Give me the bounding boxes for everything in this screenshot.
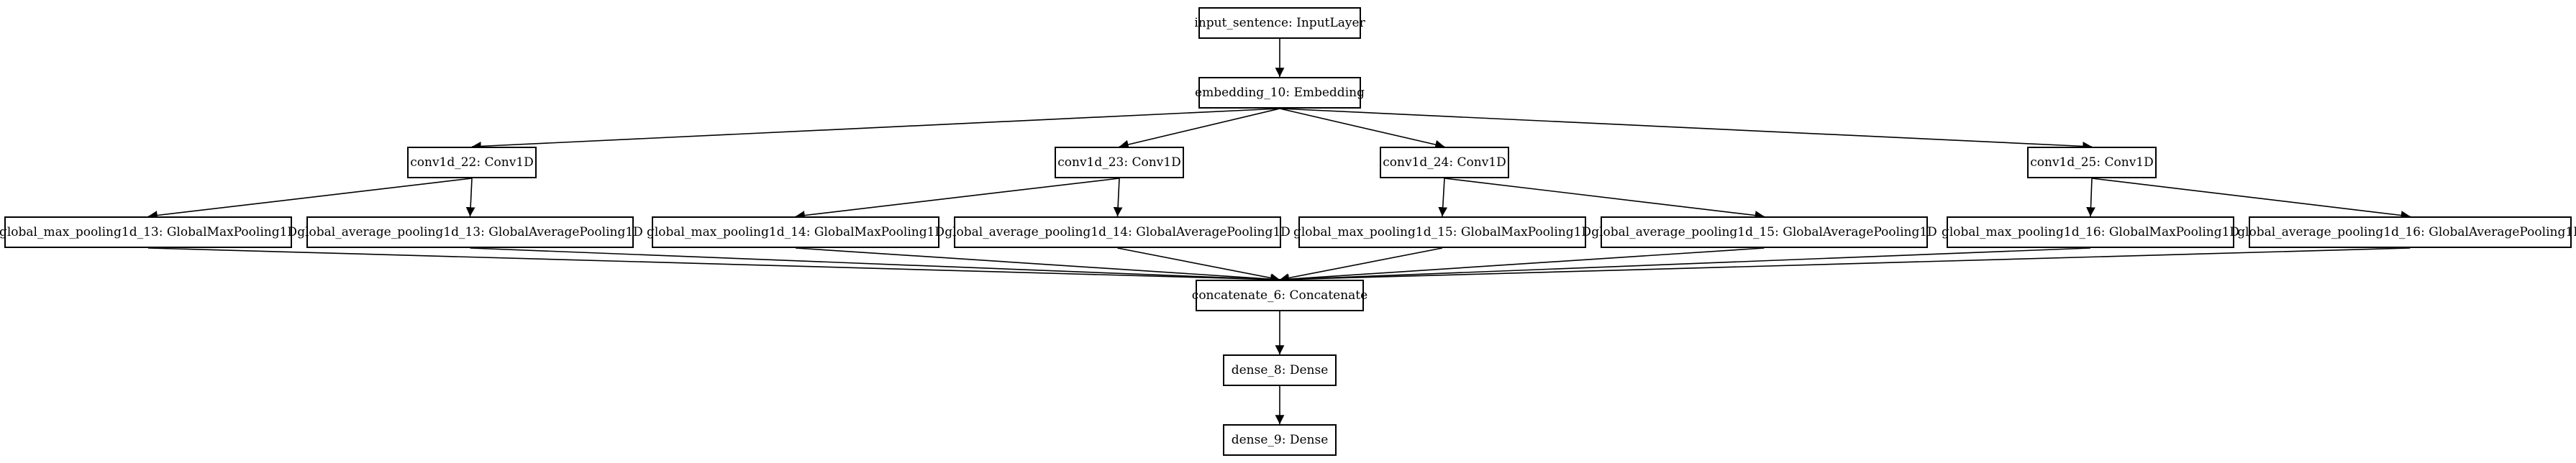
node-conv1d-25: conv1d_25: Conv1D — [2027, 147, 2157, 178]
edge-c22-to-ga13 — [465, 178, 475, 217]
node-conv1d-23: conv1d_23: Conv1D — [1055, 147, 1184, 178]
edge-gm14-to-concat — [795, 247, 1280, 284]
edge-c23-to-gm14 — [795, 178, 1120, 220]
edge-c24-to-gm15 — [1438, 178, 1448, 217]
node-global-average-pooling1d-15: global_average_pooling1d_15: GlobalAvera… — [1591, 216, 1937, 248]
node-conv1d-22: conv1d_22: Conv1D — [407, 147, 537, 178]
node-conv1d-24: conv1d_24: Conv1D — [1380, 147, 1509, 178]
edge-embed-to-c22 — [471, 108, 1280, 151]
node-concatenate-6: concatenate_6: Concatenate — [1192, 280, 1367, 311]
node-global-average-pooling1d-16: global_average_pooling1d_16: GlobalAvera… — [2237, 216, 2576, 248]
edge-embed-to-c23 — [1119, 108, 1280, 150]
node-global-max-pooling1d-14: global_max_pooling1d_14: GlobalMaxPoolin… — [647, 216, 945, 248]
edge-ga13-to-concat — [470, 247, 1280, 284]
node-global-average-pooling1d-14: global_average_pooling1d_14: GlobalAvera… — [945, 216, 1291, 248]
node-embedding-10: embedding_10: Embedding — [1195, 77, 1365, 109]
edge-embed-to-c24 — [1279, 108, 1445, 150]
edge-gm16-to-concat — [1279, 247, 2091, 284]
edge-embed-to-c25 — [1279, 108, 2093, 151]
edge-c25-to-gm16 — [2086, 178, 2095, 217]
edge-c22-to-gm13 — [147, 178, 473, 220]
edge-gm15-to-concat — [1279, 247, 1443, 283]
edge-c24-to-ga15 — [1444, 178, 1765, 220]
edge-c25-to-ga16 — [2091, 178, 2411, 220]
node-global-max-pooling1d-13: global_max_pooling1d_13: GlobalMaxPoolin… — [0, 216, 297, 248]
node-input-sentence: input_sentence: InputLayer — [1194, 7, 1365, 39]
node-global-max-pooling1d-16: global_max_pooling1d_16: GlobalMaxPoolin… — [1942, 216, 2239, 248]
edge-c23-to-ga14 — [1113, 178, 1123, 217]
node-dense-8: dense_8: Dense — [1223, 354, 1337, 386]
node-global-average-pooling1d-13: global_average_pooling1d_13: GlobalAvera… — [297, 216, 643, 248]
node-global-max-pooling1d-15: global_max_pooling1d_15: GlobalMaxPoolin… — [1293, 216, 1591, 248]
edge-ga15-to-concat — [1279, 247, 1765, 284]
edge-ga16-to-concat — [1279, 247, 2411, 285]
node-dense-9: dense_9: Dense — [1223, 424, 1337, 456]
edge-gm13-to-concat — [147, 247, 1280, 285]
edge-ga14-to-concat — [1117, 247, 1280, 283]
